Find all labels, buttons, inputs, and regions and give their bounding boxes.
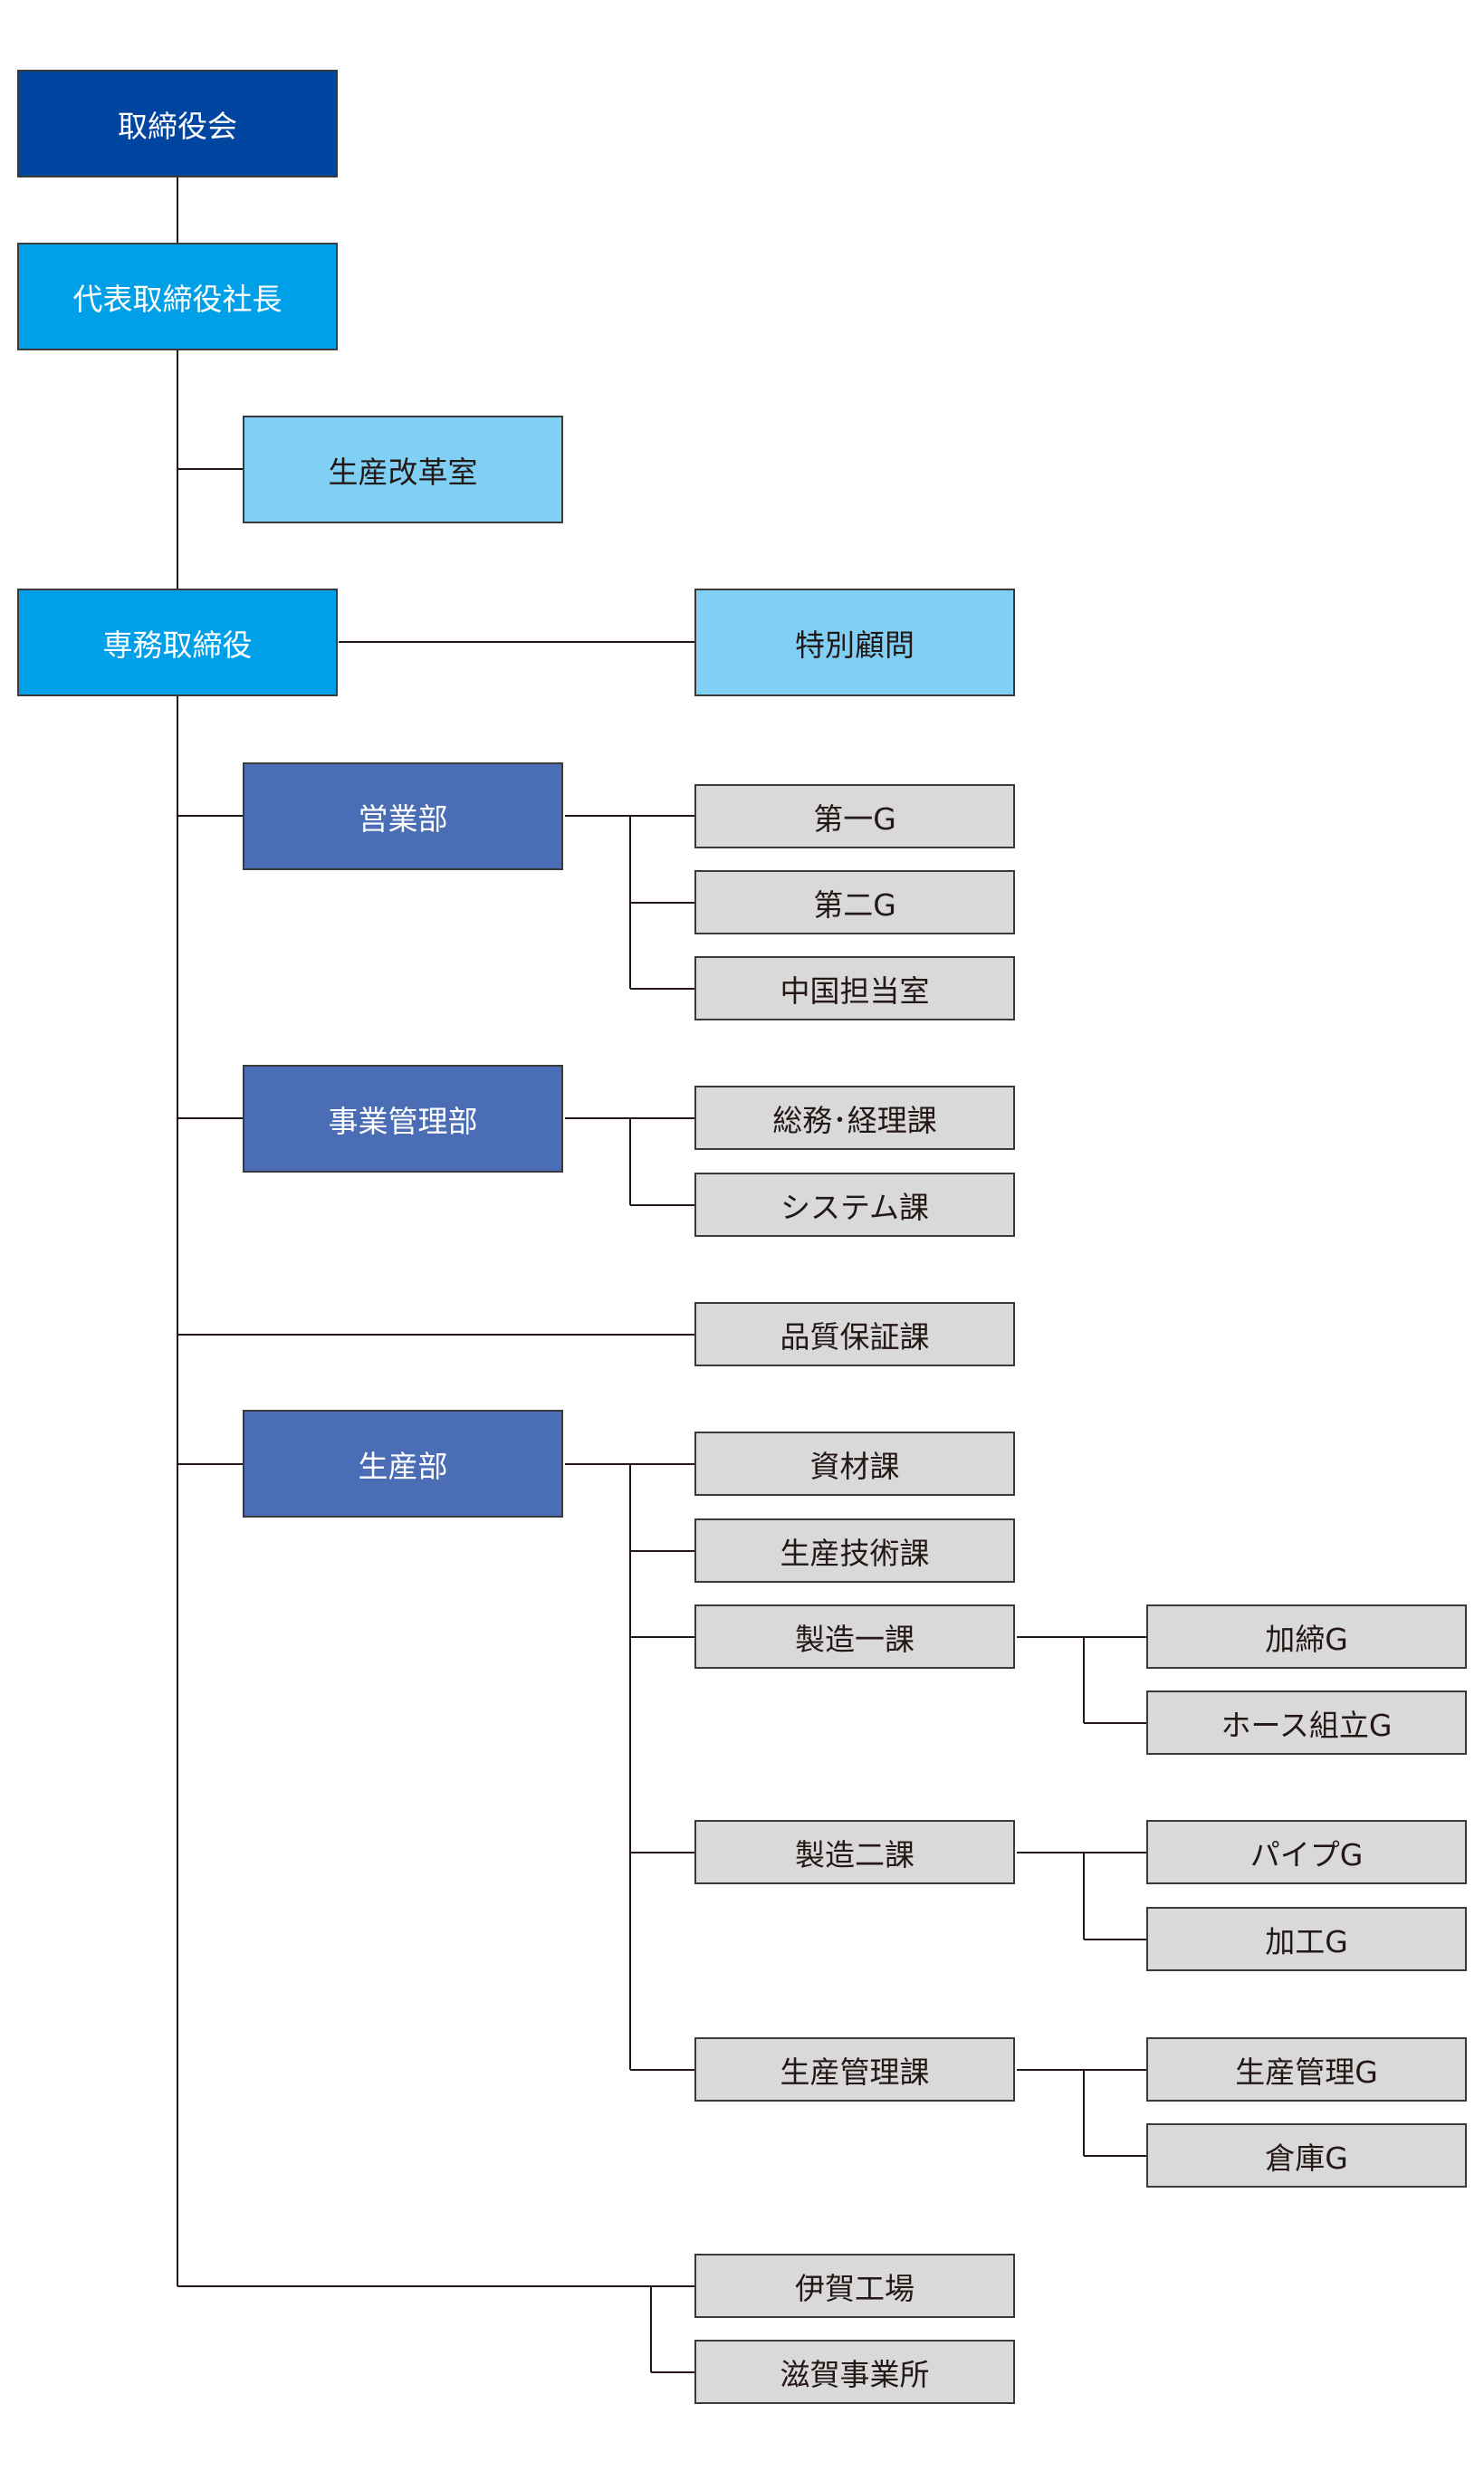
engineering-section-box: 生産技術課 bbox=[694, 1518, 1015, 1583]
sales-unit-box: 中国担当室 bbox=[694, 956, 1015, 1020]
senior-director-box: 専務取締役 bbox=[17, 589, 338, 696]
production-dept-box: 生産部 bbox=[243, 1410, 563, 1518]
sales-unit-box: 第二G bbox=[694, 870, 1015, 934]
sales-dept-box: 営業部 bbox=[243, 762, 563, 870]
admin-unit-box: システム課 bbox=[694, 1173, 1015, 1237]
production-control-group-box: 生産管理G bbox=[1146, 2037, 1467, 2102]
president-box: 代表取締役社長 bbox=[17, 243, 338, 350]
sales-unit-box: 第一G bbox=[694, 784, 1015, 848]
manufacturing2-group-box: 加工G bbox=[1146, 1907, 1467, 1971]
board-of-directors-box: 取締役会 bbox=[17, 70, 338, 177]
manufacturing1-group-box: 加締G bbox=[1146, 1604, 1467, 1669]
site-box: 滋賀事業所 bbox=[694, 2340, 1015, 2404]
production-reform-office-box: 生産改革室 bbox=[243, 416, 563, 523]
manufacturing2-group-box: パイプG bbox=[1146, 1820, 1467, 1884]
materials-section-box: 資材課 bbox=[694, 1432, 1015, 1496]
admin-unit-box: 総務･経理課 bbox=[694, 1086, 1015, 1150]
special-advisor-box: 特別顧問 bbox=[694, 589, 1015, 696]
manufacturing2-section-box: 製造二課 bbox=[694, 1820, 1015, 1884]
production-control-group-box: 倉庫G bbox=[1146, 2123, 1467, 2188]
admin-dept-box: 事業管理部 bbox=[243, 1065, 563, 1173]
manufacturing1-group-box: ホース組立G bbox=[1146, 1690, 1467, 1755]
site-box: 伊賀工場 bbox=[694, 2254, 1015, 2318]
quality-section-box: 品質保証課 bbox=[694, 1302, 1015, 1366]
manufacturing1-section-box: 製造一課 bbox=[694, 1604, 1015, 1669]
production-control-section-box: 生産管理課 bbox=[694, 2037, 1015, 2102]
